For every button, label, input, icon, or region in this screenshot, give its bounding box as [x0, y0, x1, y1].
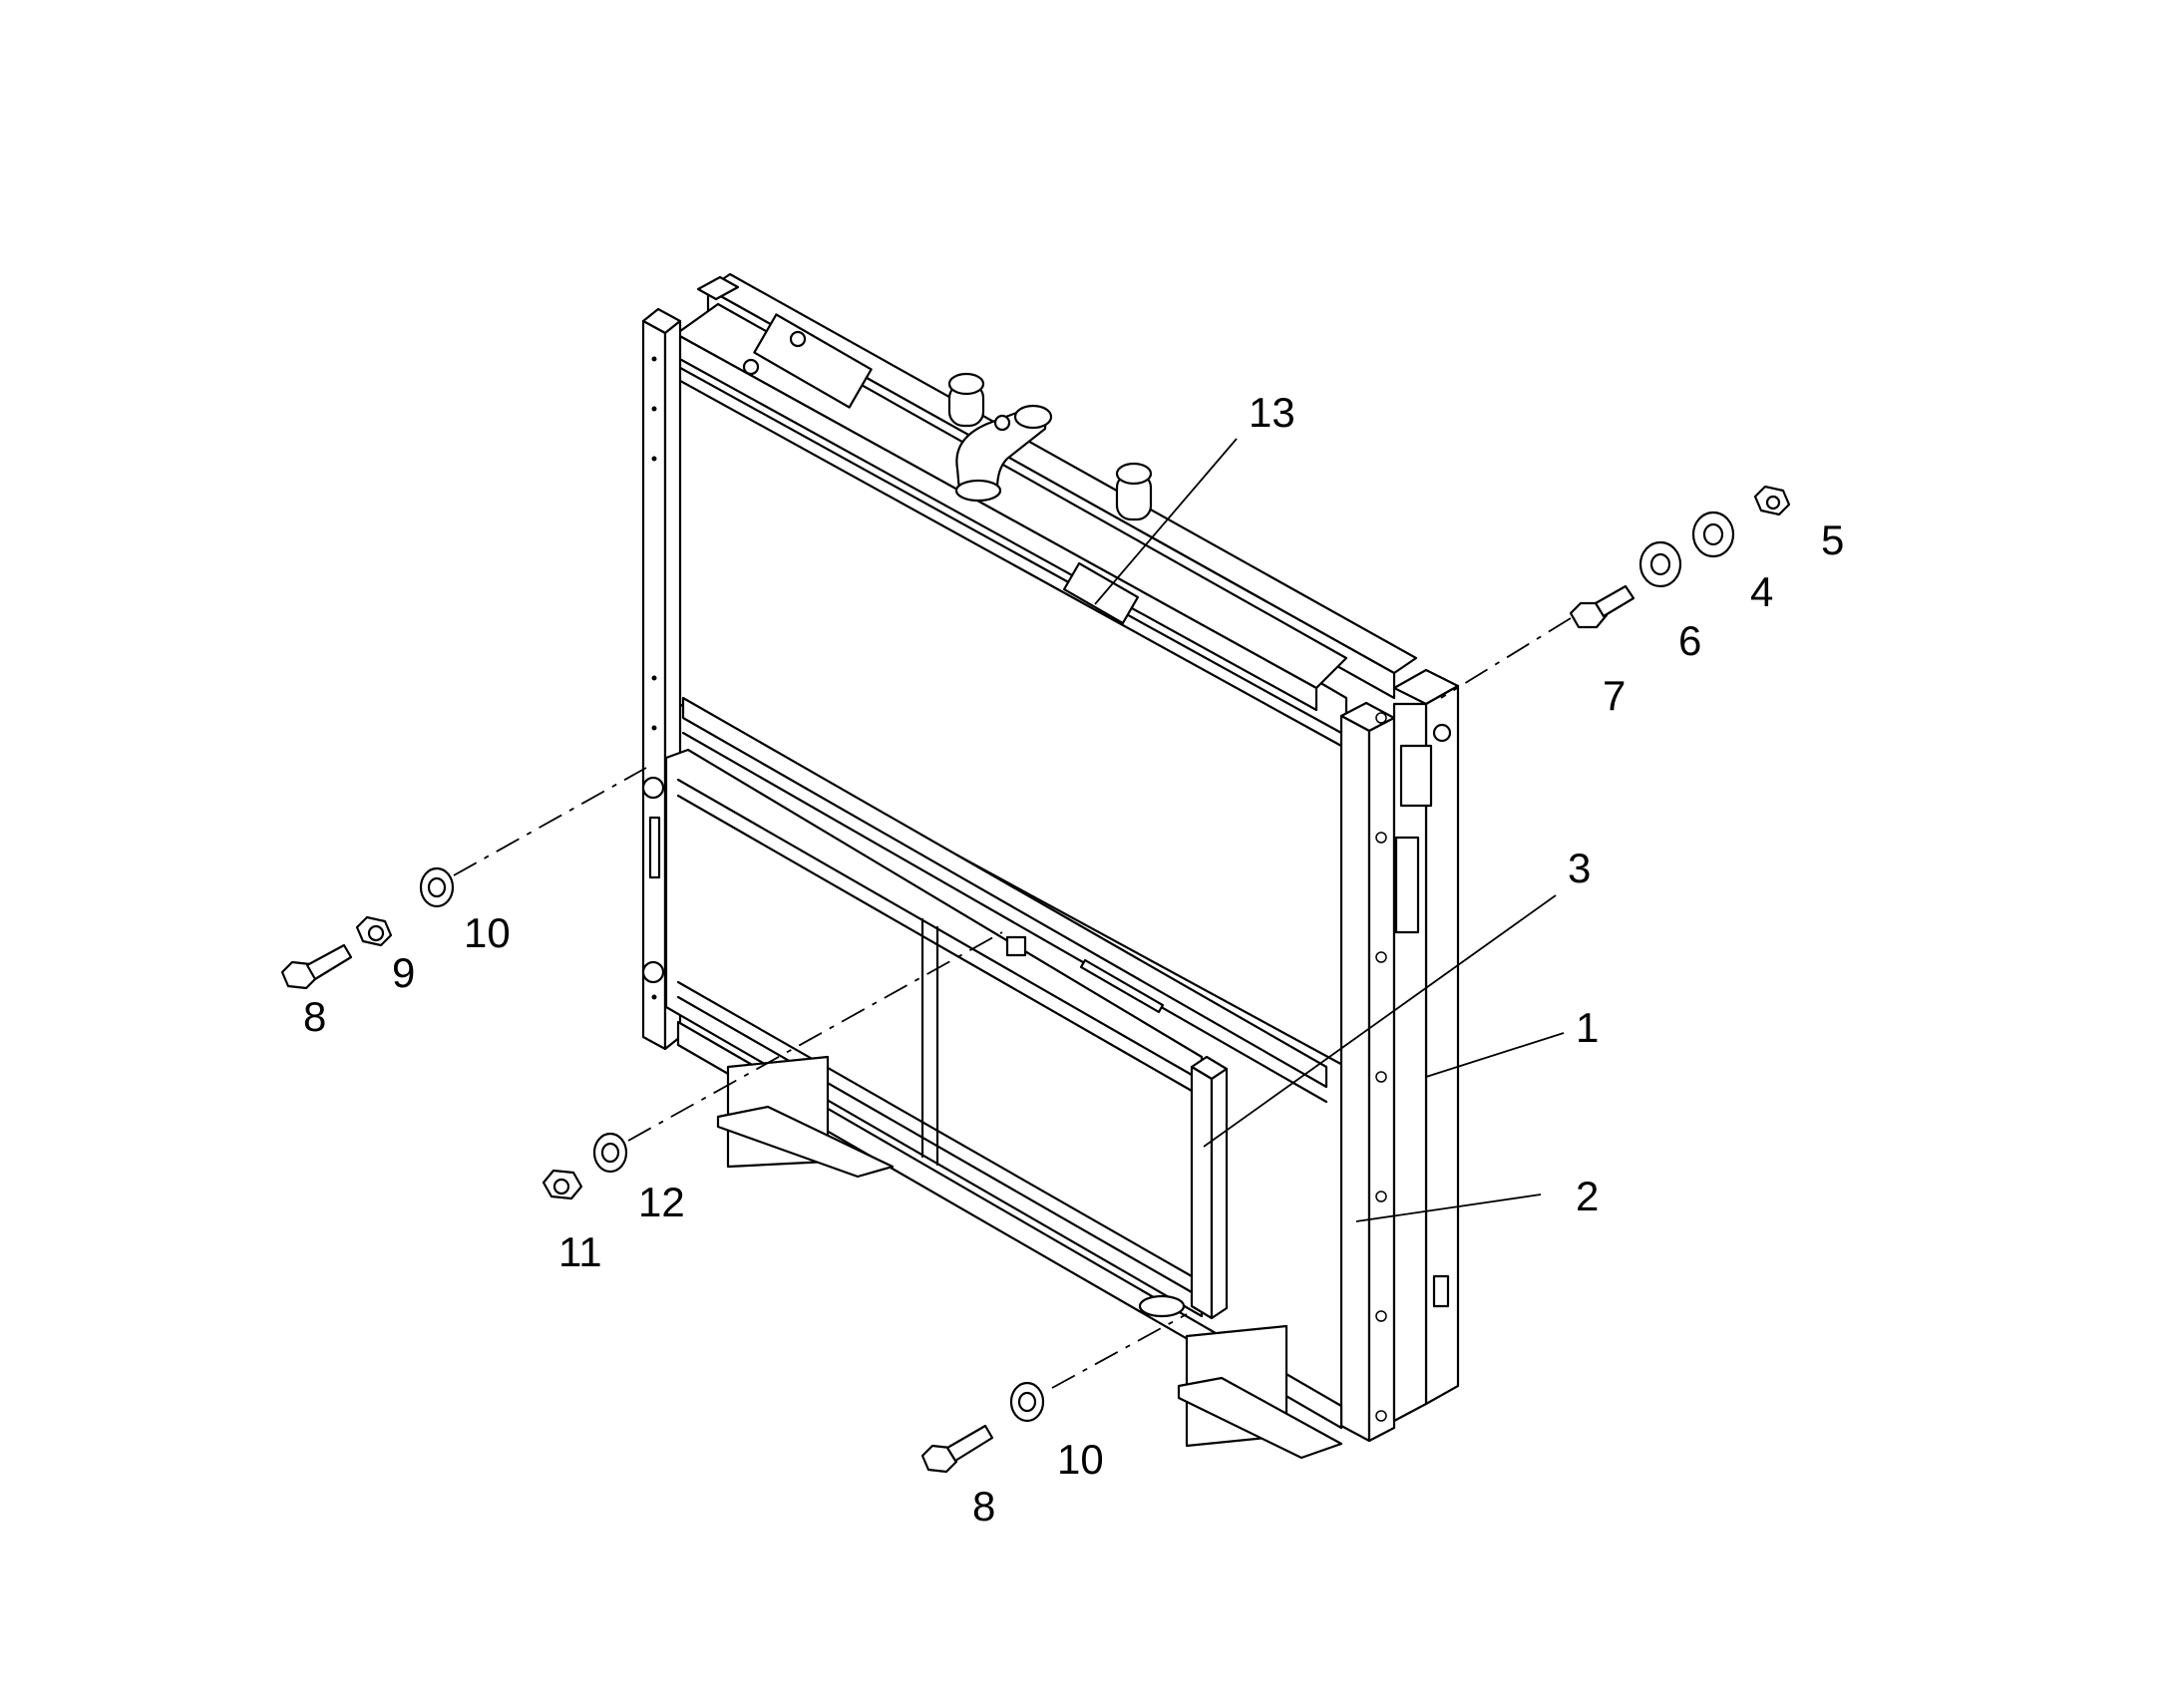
coolant-hose-outlets [742, 313, 1153, 521]
radiator-assembly [641, 272, 1460, 1460]
left-post-holes [651, 356, 657, 1000]
hardware-set-bottom [920, 1313, 1188, 1474]
right-post-2 [1339, 701, 1396, 1443]
hardware-set-middle [542, 931, 1003, 1200]
side-post-3 [1190, 1055, 1229, 1320]
hex-bolt-8b-head [920, 1444, 958, 1474]
hardware-set-left [280, 767, 647, 990]
callout-9: 9 [392, 949, 415, 996]
callout-1: 1 [1576, 1004, 1599, 1051]
callout-10-bottom: 10 [1057, 1436, 1104, 1483]
label-plate [1062, 561, 1140, 625]
mounting-feet [716, 1055, 1343, 1460]
callout-8-bottom: 8 [972, 1483, 995, 1530]
callout-2: 2 [1576, 1173, 1599, 1219]
callout-13: 13 [1249, 389, 1295, 436]
callout-5: 5 [1821, 516, 1844, 563]
callout-7: 7 [1603, 672, 1626, 719]
shroud-side-1 [1392, 668, 1460, 1423]
callout-10-left: 10 [464, 909, 511, 956]
leader-lines [1094, 438, 1565, 1222]
hardware-set-upper-right [1440, 485, 1791, 699]
callout-11: 11 [558, 1228, 602, 1275]
callout-4: 4 [1750, 568, 1773, 615]
callout-labels: 13 5 4 6 7 3 1 2 10 9 8 12 11 10 8 [303, 389, 1844, 1530]
callout-3: 3 [1568, 845, 1591, 891]
callout-12: 12 [638, 1179, 685, 1225]
callout-6: 6 [1678, 617, 1701, 664]
callout-8-left: 8 [303, 993, 326, 1040]
